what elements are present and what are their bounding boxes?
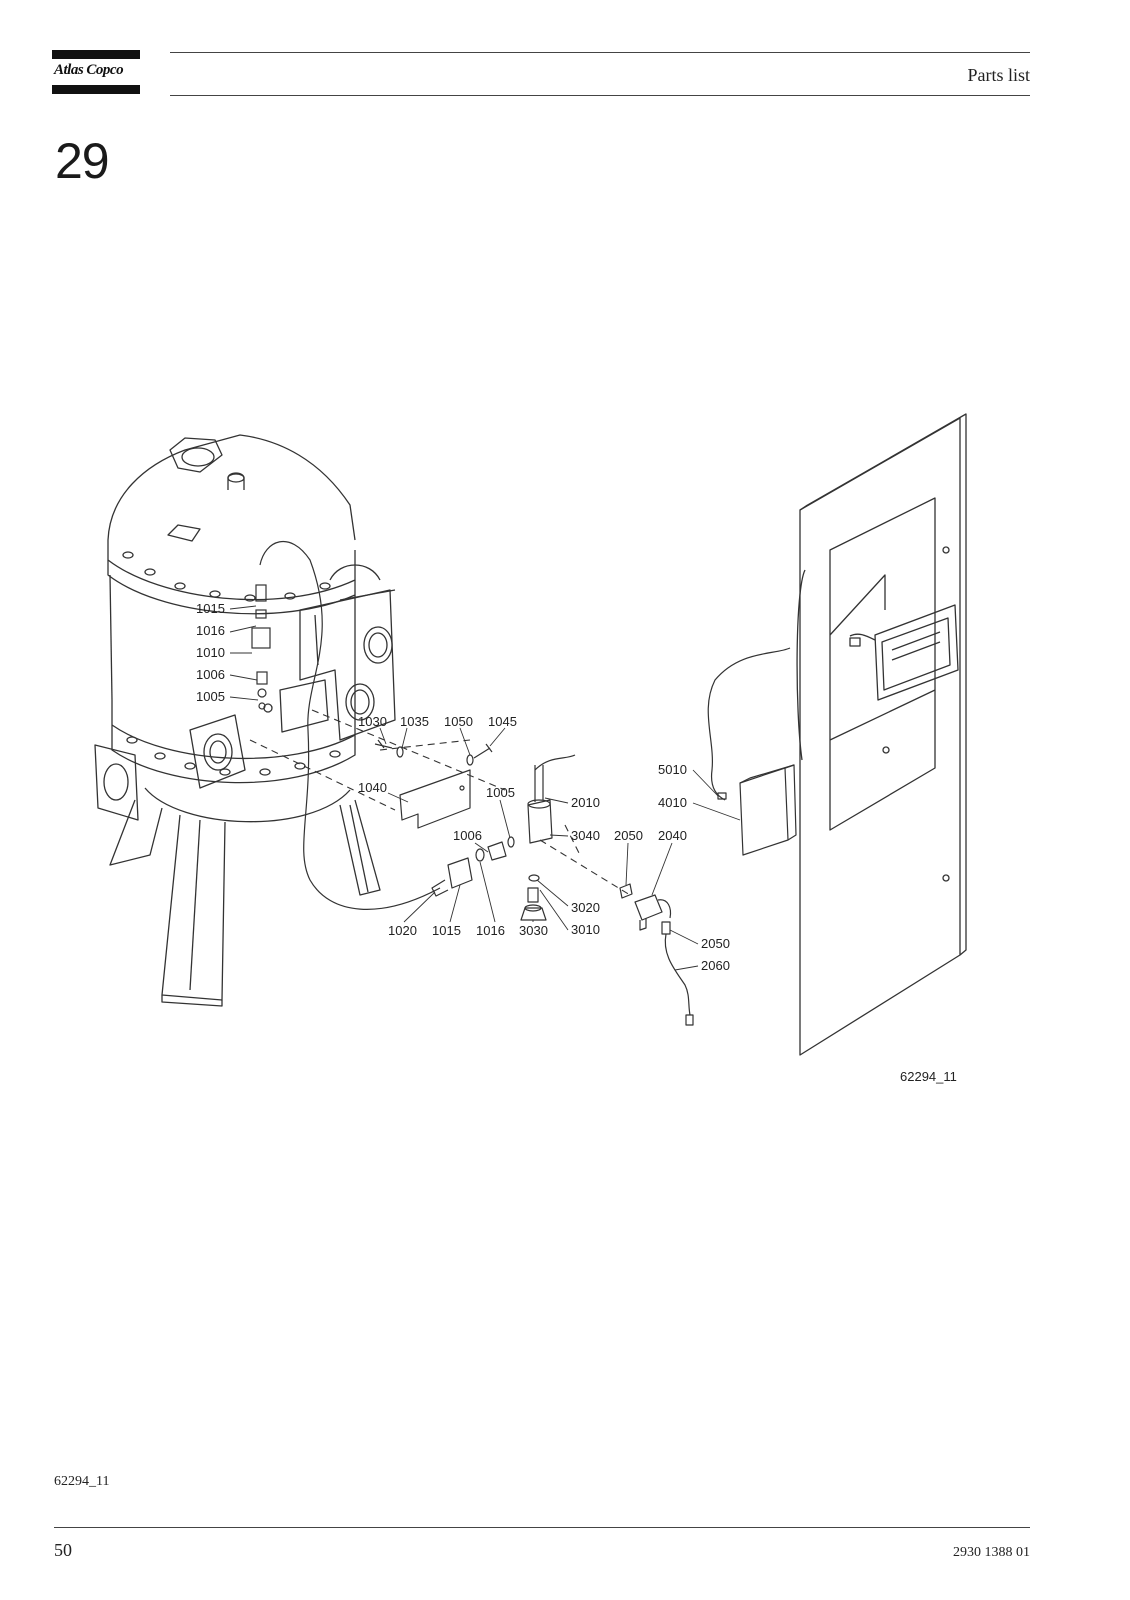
document-number: 2930 1388 01 [953, 1545, 1030, 1560]
atlas-copco-logo: Atlas Copco [52, 50, 140, 94]
leader-lines [229, 605, 741, 971]
callout-3030: 3030 [519, 923, 548, 938]
section-number: 29 [55, 133, 110, 189]
callout-2040: 2040 [658, 828, 687, 843]
callout-1050: 1050 [444, 714, 473, 729]
callout-1005: 1005 [486, 785, 515, 800]
callout-3010: 3010 [571, 922, 600, 937]
footer-reference: 62294_11 [54, 1474, 110, 1489]
logo-bar-bottom [52, 85, 140, 94]
header-rule-top [170, 52, 1030, 53]
callout-5010: 5010 [658, 762, 687, 777]
callout-1010: 1010 [196, 645, 225, 660]
callout-2010: 2010 [571, 795, 600, 810]
callout-1030: 1030 [358, 714, 387, 729]
callout-1040: 1040 [358, 780, 387, 795]
callout-1006: 1006 [453, 828, 482, 843]
callout-3020: 3020 [571, 900, 600, 915]
callout-3040: 3040 [571, 828, 600, 843]
drawing-svg: 1015 1016 1010 1006 1005 1030 1035 1050 … [94, 413, 967, 1084]
callout-1005: 1005 [196, 689, 225, 704]
exploded-parts-drawing: 1015 1016 1010 1006 1005 1030 1035 1050 … [50, 410, 1030, 1125]
callout-1016: 1016 [476, 923, 505, 938]
footer-rule [54, 1527, 1030, 1528]
vessel-assembly [94, 434, 396, 1007]
explode-lines [249, 709, 631, 896]
logo-wordmark: Atlas Copco [54, 62, 124, 78]
callout-2050: 2050 [701, 936, 730, 951]
callout-1035: 1035 [400, 714, 429, 729]
logo-bar-top [52, 50, 140, 59]
callout-1045: 1045 [488, 714, 517, 729]
callout-4010: 4010 [658, 795, 687, 810]
callout-1016: 1016 [196, 623, 225, 638]
callout-2050: 2050 [614, 828, 643, 843]
drawing-id: 62294_11 [900, 1069, 957, 1084]
callout-labels: 1015 1016 1010 1006 1005 1030 1035 1050 … [196, 601, 957, 1084]
callout-1015: 1015 [432, 923, 461, 938]
callout-1015: 1015 [196, 601, 225, 616]
exploded-parts [374, 647, 797, 1026]
callout-2060: 2060 [701, 958, 730, 973]
control-panel [796, 413, 967, 1056]
header-title: Parts list [967, 65, 1030, 85]
vessel-pipe [251, 541, 441, 910]
header-rule-bottom [170, 95, 1030, 96]
callout-1020: 1020 [388, 923, 417, 938]
page-number: 50 [54, 1540, 72, 1560]
callout-1006: 1006 [196, 667, 225, 682]
